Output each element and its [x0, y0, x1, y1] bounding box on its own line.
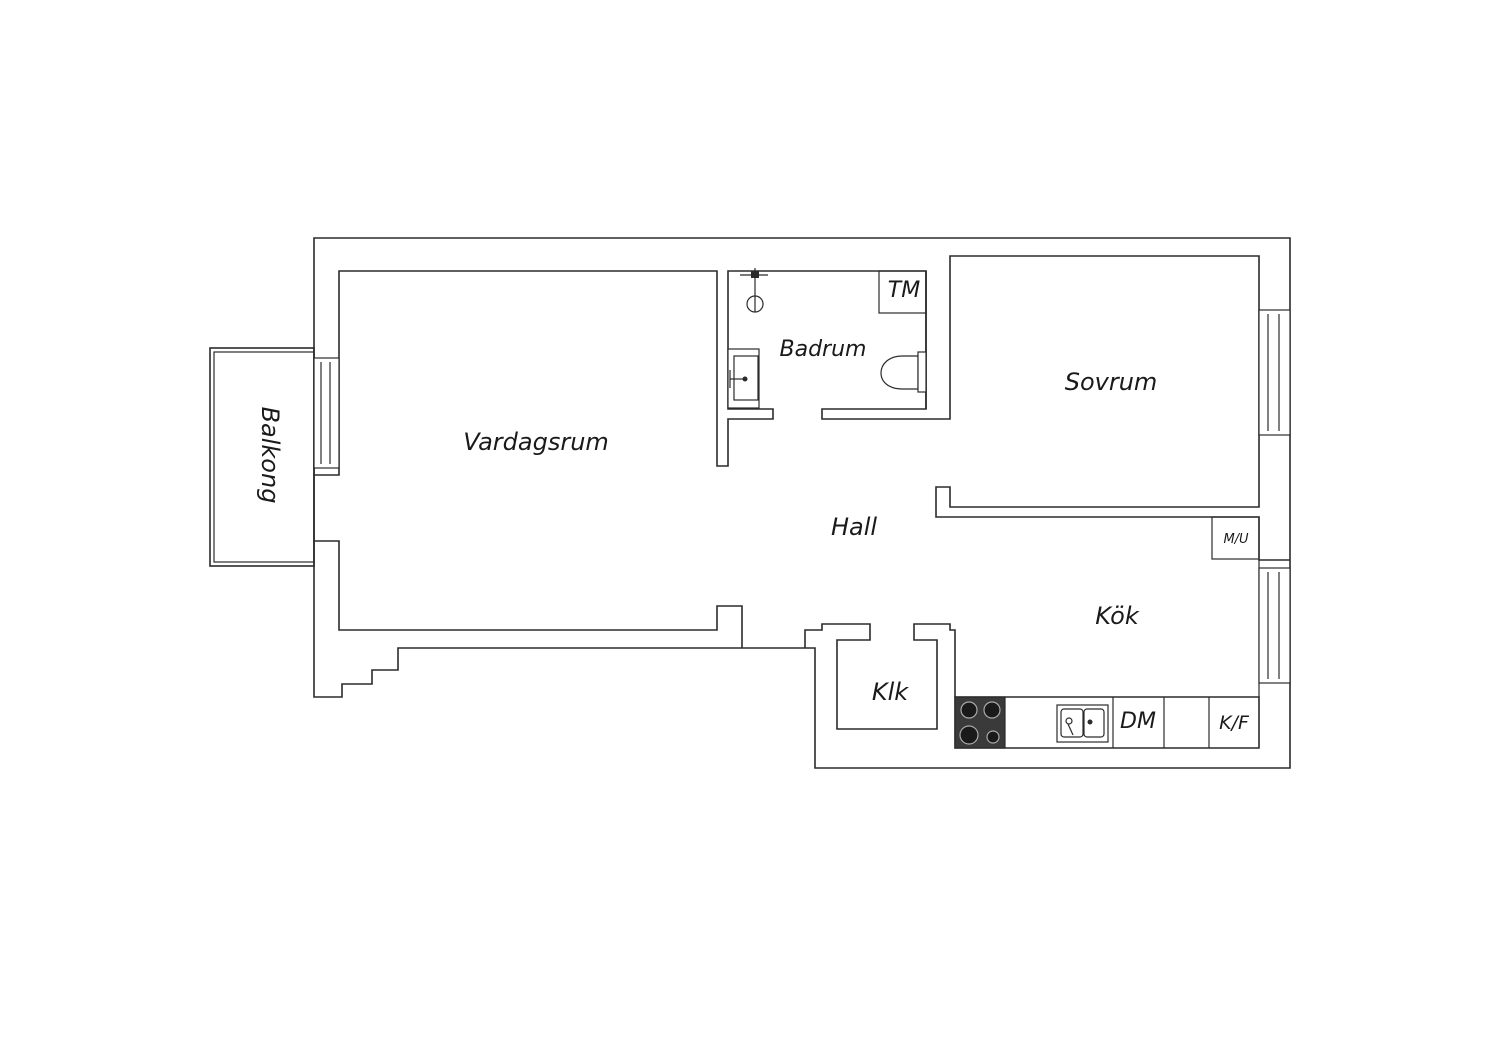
room-label-badrum: Badrum — [780, 337, 867, 362]
room-label-kok: Kök — [1095, 602, 1140, 630]
room-label-balkong: Balkong — [256, 407, 284, 504]
living-room-lower-wall — [314, 540, 743, 648]
window-kitchen — [1258, 567, 1291, 684]
fixture-label-dm: DM — [1120, 709, 1156, 734]
kitchen-sink-icon — [1056, 704, 1109, 743]
washer-dryer-box — [1211, 516, 1260, 560]
room-label-sovrum: Sovrum — [1065, 368, 1158, 396]
living-room-outline — [314, 270, 936, 476]
hob-icon — [954, 696, 1006, 749]
closet-outline — [804, 623, 956, 730]
shower-icon — [740, 268, 768, 313]
fixture-label-tm: TM — [888, 278, 920, 303]
washing-machine-box — [878, 270, 927, 314]
bedroom-outline — [925, 255, 1290, 561]
fixture-label-mu: M/U — [1223, 532, 1249, 547]
room-label-hall: Hall — [831, 513, 877, 541]
toilet-icon — [880, 355, 919, 390]
room-label-vardagsrum: Vardagsrum — [463, 428, 609, 456]
window-living-room — [313, 357, 340, 469]
toilet-tank — [917, 351, 927, 393]
room-label-klk: Klk — [872, 678, 909, 706]
outer-wall — [313, 237, 1291, 769]
fixture-label-kf: K/F — [1219, 712, 1250, 734]
window-bedroom — [1258, 309, 1291, 436]
bathroom-sink-icon — [727, 348, 760, 409]
